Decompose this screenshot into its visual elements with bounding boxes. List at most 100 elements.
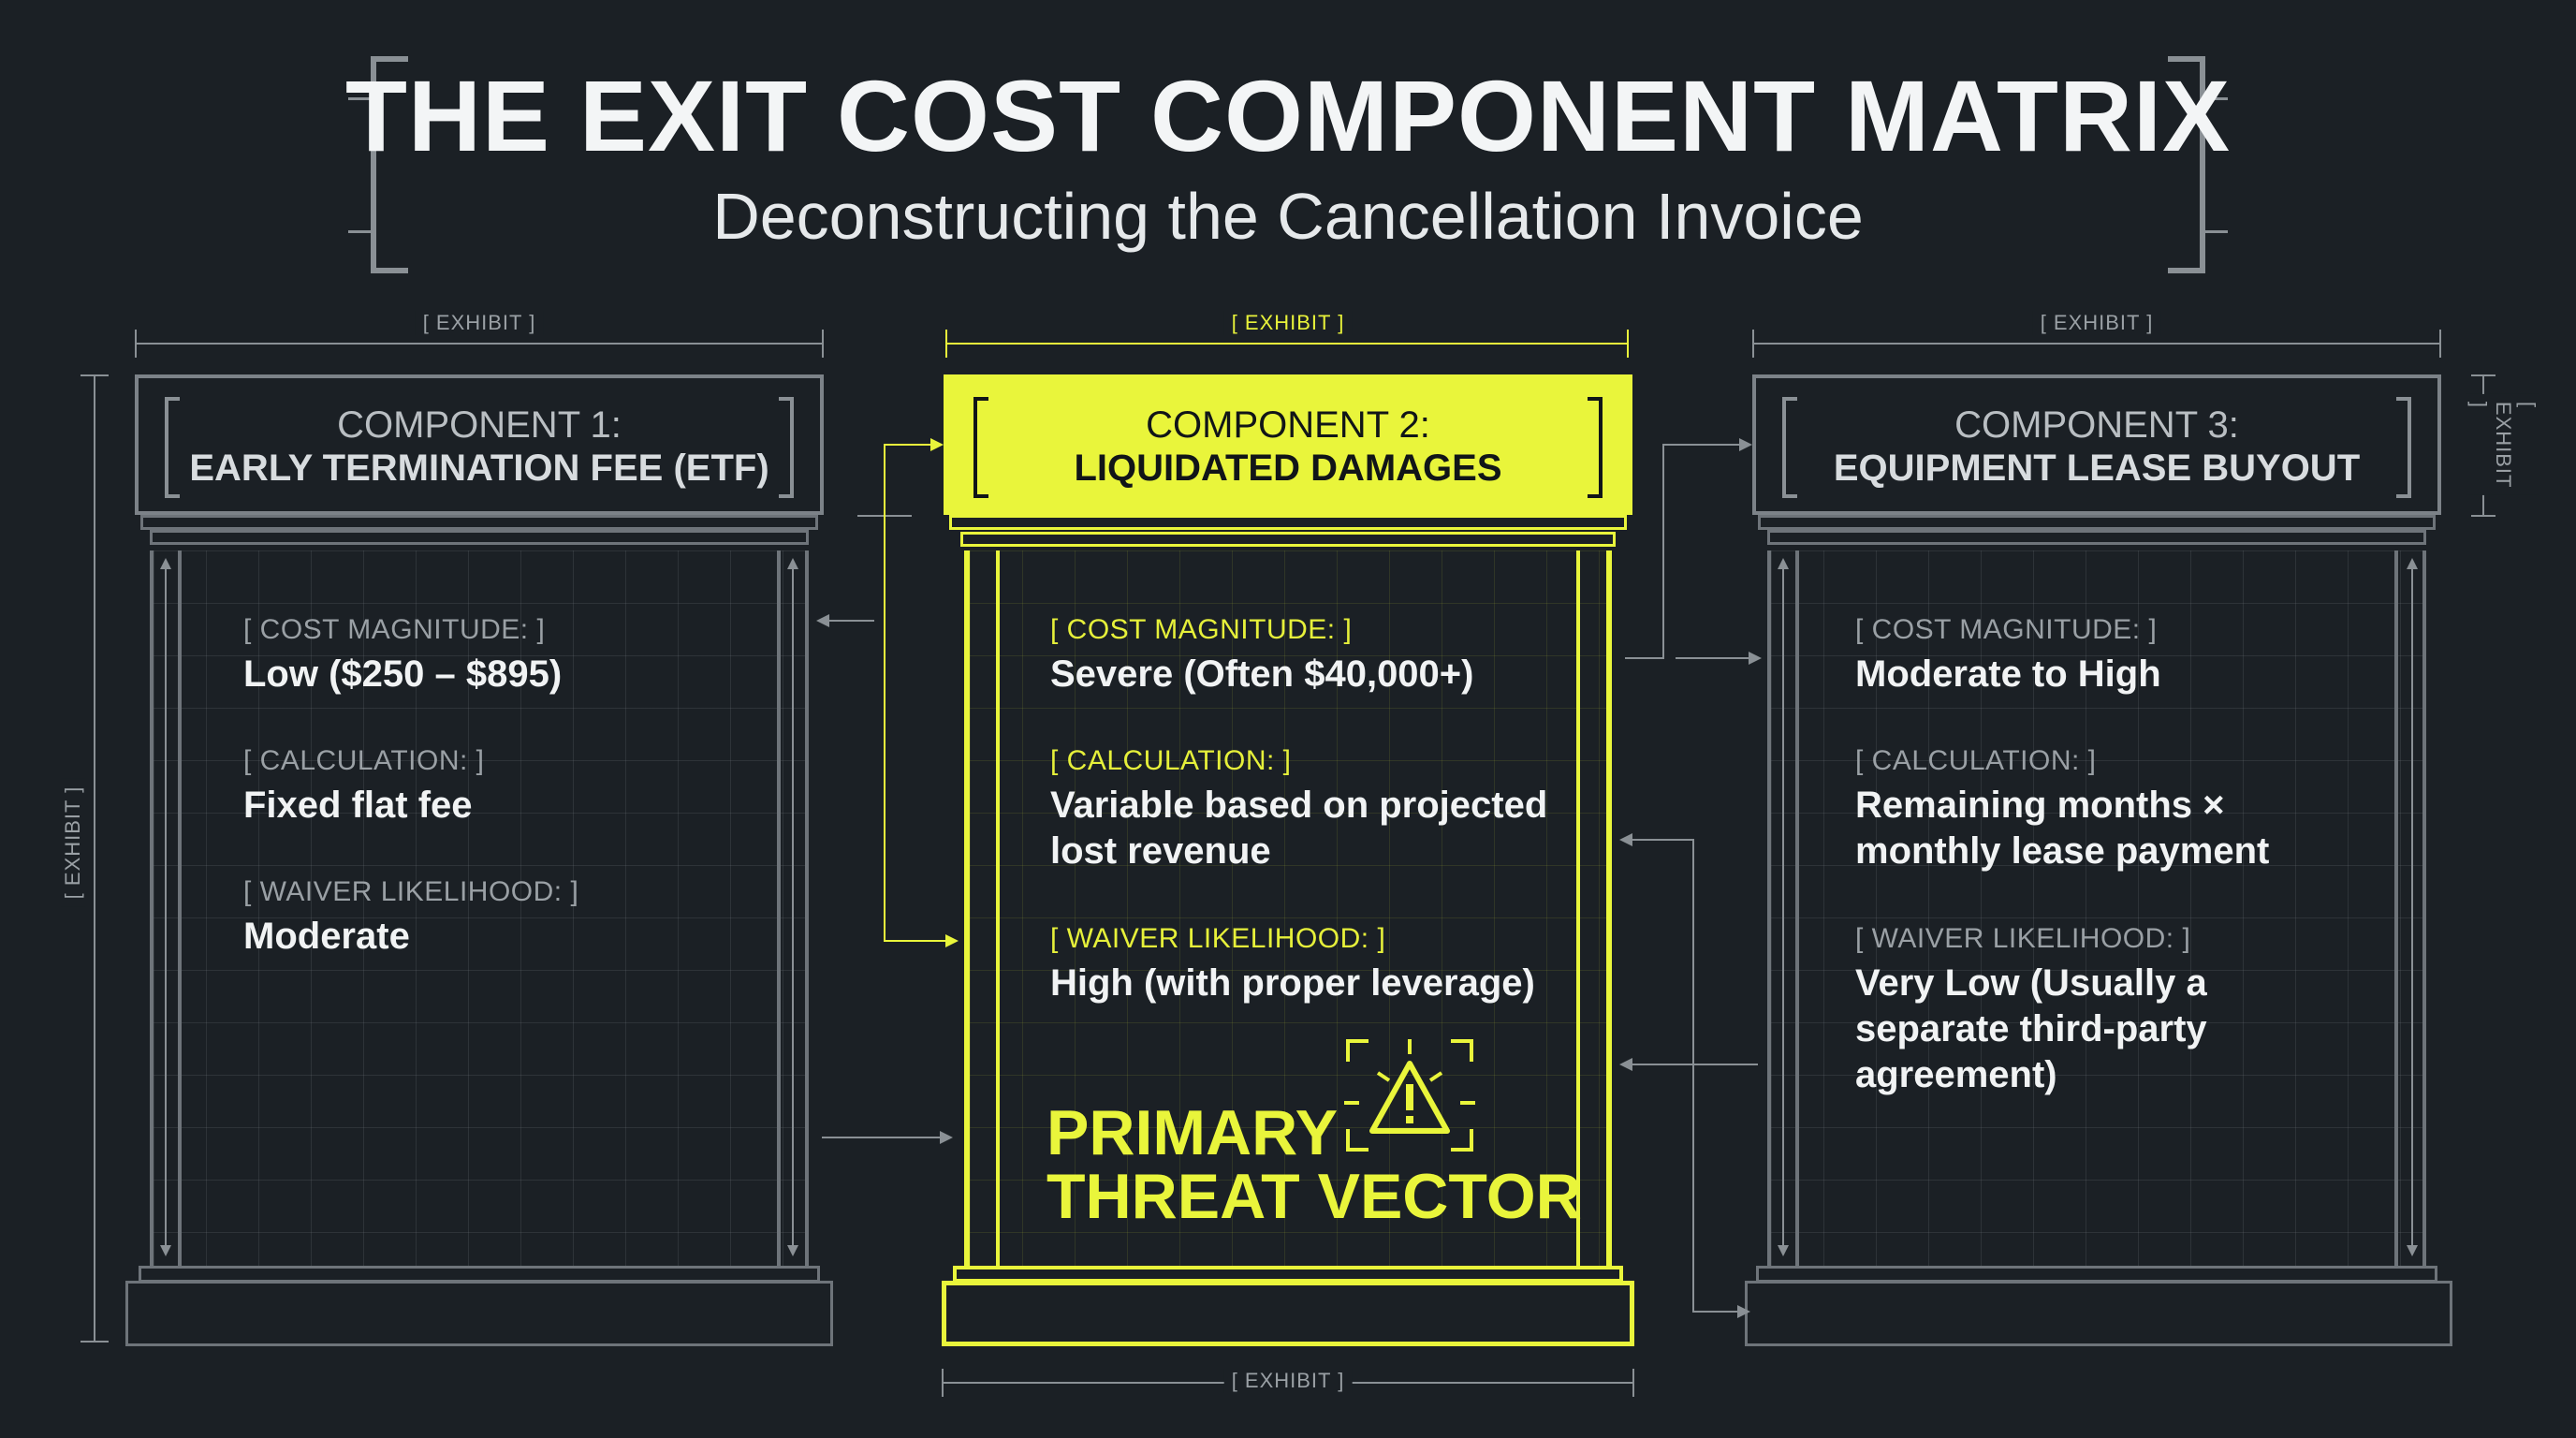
component-heading: COMPONENT 1: — [337, 404, 622, 446]
dimension-line — [1752, 343, 2441, 345]
exhibit-label: [ EXHIBIT ] — [415, 311, 544, 335]
component-heading: COMPONENT 3: — [1954, 404, 2239, 446]
waiver-likelihood-value: Very Low (Usually a separate third-party… — [1855, 962, 2207, 1095]
connector-line — [1692, 839, 1694, 1311]
bracket-left — [165, 397, 180, 498]
bracket-right — [779, 397, 794, 498]
panel-column — [178, 550, 182, 1266]
dimension-tick — [1752, 330, 1754, 358]
connector-line — [826, 620, 874, 622]
callout-line-1: PRIMARY — [1046, 1097, 1339, 1168]
connector-line — [884, 444, 932, 446]
panel-column — [996, 550, 1000, 1266]
panel-cap — [1758, 515, 2436, 530]
title-bracket-tick — [2203, 97, 2228, 100]
inner-dimension — [2411, 562, 2413, 1255]
component-heading: COMPONENT 2: — [1146, 404, 1430, 446]
component-1-base — [125, 1281, 833, 1346]
component-2-base — [942, 1281, 1634, 1346]
waiver-likelihood-label: [ WAIVER LIKELIHOOD: ] — [1855, 923, 2191, 954]
dimension-tick — [822, 330, 824, 358]
calculation-value: Fixed flat fee — [243, 785, 473, 826]
dimension-line-vertical — [94, 374, 95, 1341]
calculation-label: [ CALCULATION: ] — [1050, 745, 1292, 776]
component-1-panel — [150, 550, 809, 1266]
arrow-right-icon — [945, 934, 959, 947]
dimension-tick — [135, 330, 137, 358]
panel-column — [1795, 550, 1799, 1266]
connector-line — [884, 444, 886, 940]
connector-line — [822, 1137, 942, 1138]
panel-column — [2394, 550, 2398, 1266]
arrow-up-icon — [1778, 558, 1789, 569]
calculation-value: Remaining months × monthly lease payment — [1855, 785, 2270, 872]
primary-threat-callout: PRIMARY THREAT VECTOR — [1046, 1101, 1582, 1228]
dimension-line — [945, 343, 1629, 345]
waiver-likelihood-label: [ WAIVER LIKELIHOOD: ] — [1050, 923, 1386, 954]
component-name: EQUIPMENT LEASE BUYOUT — [1833, 448, 2361, 489]
dimension-tick — [80, 1341, 109, 1343]
dimension-tick — [1627, 330, 1629, 358]
connector-line — [884, 940, 947, 942]
calculation-value: Variable based on projected lost revenue — [1050, 785, 1548, 872]
cost-magnitude-value: Moderate to High — [1855, 653, 2161, 695]
panel-column — [777, 550, 781, 1266]
arrow-down-icon — [1778, 1245, 1789, 1256]
connector-line — [1662, 444, 1664, 659]
exhibit-label: [ EXHIBIT ] — [1223, 311, 1353, 335]
connector-line — [1629, 839, 1694, 841]
connector-line — [1625, 657, 1662, 659]
title-bracket-left — [371, 56, 408, 273]
callout-line-2: THREAT VECTOR — [1046, 1161, 1582, 1232]
exhibit-label: [ EXHIBIT ] — [1223, 1369, 1353, 1393]
waiver-likelihood-value: High (with proper leverage) — [1050, 962, 1535, 1004]
title-bracket-tick — [2203, 230, 2228, 233]
panel-column — [1576, 550, 1580, 1266]
arrow-down-icon — [2407, 1245, 2418, 1256]
arrow-right-icon — [1739, 438, 1752, 451]
panel-cap — [150, 530, 809, 545]
component-3-panel — [1767, 550, 2426, 1266]
inner-dimension — [165, 562, 167, 1255]
component-name: EARLY TERMINATION FEE (ETF) — [189, 448, 769, 489]
connector-line — [1692, 1311, 1739, 1313]
calculation-label: [ CALCULATION: ] — [1855, 745, 2097, 776]
warning-triangle-icon — [1344, 1039, 1475, 1152]
arrow-up-icon — [160, 558, 171, 569]
arrow-right-icon — [1737, 1305, 1750, 1318]
arrow-down-icon — [787, 1245, 798, 1256]
component-1-header: COMPONENT 1: EARLY TERMINATION FEE (ETF) — [135, 374, 824, 515]
connector-line — [1662, 444, 1741, 446]
dimension-tick — [2471, 515, 2496, 517]
exhibit-label-vertical: [ EXHIBIT ] — [61, 778, 85, 907]
cost-magnitude-value: Severe (Often $40,000+) — [1050, 653, 1474, 695]
exhibit-label-vertical: [ EXHIBIT ] — [2466, 393, 2539, 496]
bracket-right — [1588, 397, 1603, 498]
cost-magnitude-label: [ COST MAGNITUDE: ] — [1050, 614, 1353, 645]
waiver-likelihood-value: Moderate — [243, 916, 410, 957]
panel-cap — [140, 515, 818, 530]
dimension-line — [135, 343, 824, 345]
connector-line — [1629, 1064, 1758, 1065]
cost-magnitude-label: [ COST MAGNITUDE: ] — [1855, 614, 2158, 645]
calculation-label: [ CALCULATION: ] — [243, 745, 485, 776]
arrow-left-icon — [816, 614, 829, 627]
arrow-down-icon — [160, 1245, 171, 1256]
arrow-up-icon — [787, 558, 798, 569]
bracket-left — [1782, 397, 1797, 498]
inner-dimension — [1782, 562, 1784, 1255]
arrow-right-icon — [930, 438, 944, 451]
component-2-header: COMPONENT 2: LIQUIDATED DAMAGES — [944, 374, 1632, 515]
component-3-base — [1745, 1281, 2452, 1346]
dimension-tick — [80, 374, 109, 376]
component-2-panel — [964, 550, 1612, 1266]
panel-cap — [960, 532, 1616, 547]
arrow-right-icon — [940, 1131, 953, 1144]
dimension-tick — [942, 1369, 944, 1397]
arrow-right-icon — [1749, 652, 1762, 665]
dimension-tick — [945, 330, 947, 358]
arrow-up-icon — [2407, 558, 2418, 569]
cost-magnitude-label: [ COST MAGNITUDE: ] — [243, 614, 546, 645]
waiver-likelihood-label: [ WAIVER LIKELIHOOD: ] — [243, 876, 579, 907]
component-3-header: COMPONENT 3: EQUIPMENT LEASE BUYOUT — [1752, 374, 2441, 515]
